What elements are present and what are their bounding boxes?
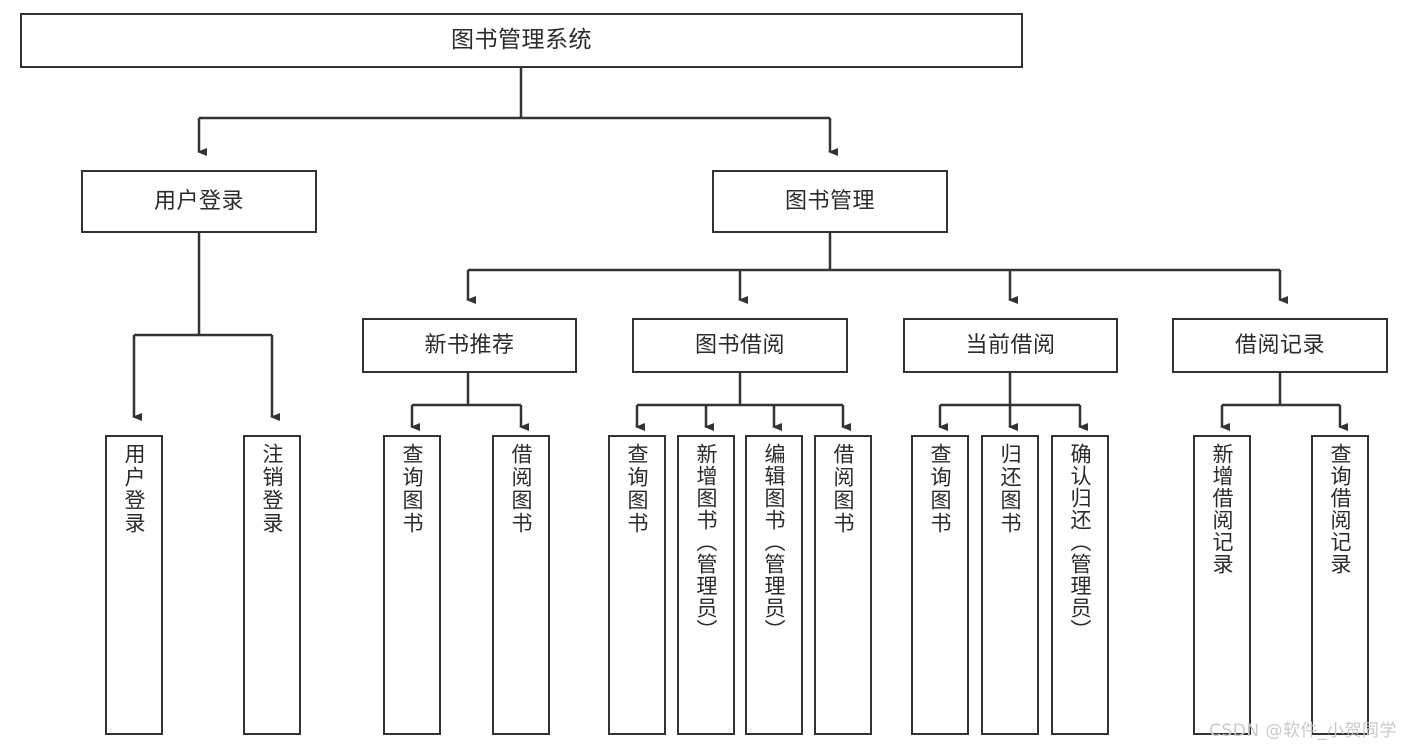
leaf-borrow-record-query-record[interactable]: 查询借阅记录	[1311, 435, 1369, 735]
node-label: 确认归还（管理员）	[1068, 443, 1093, 641]
node-book-management[interactable]: 图书管理	[712, 170, 948, 233]
node-label: 新增图书（管理员）	[694, 443, 719, 641]
node-label: 图书管理	[784, 188, 875, 214]
node-label: 图书管理系统	[451, 26, 592, 53]
node-user-login[interactable]: 用户登录	[81, 170, 317, 233]
node-label: 查询借阅记录	[1328, 443, 1353, 575]
node-label: 查询图书	[928, 443, 953, 535]
node-label: 新书推荐	[424, 332, 515, 358]
node-label: 当前借阅	[965, 332, 1056, 358]
leaf-new-book-borrow-book[interactable]: 借阅图书	[492, 435, 550, 735]
node-label: 图书借阅	[694, 332, 785, 358]
node-label: 借阅记录	[1234, 332, 1325, 358]
node-label: 用户登录	[122, 443, 147, 535]
node-label: 归还图书	[998, 443, 1023, 535]
leaf-book-borrow-add-book-admin[interactable]: 新增图书（管理员）	[677, 435, 735, 735]
leaf-user-login-logout[interactable]: 注销登录	[243, 435, 301, 735]
node-label: 查询图书	[400, 443, 425, 535]
leaf-book-borrow-borrow-book[interactable]: 借阅图书	[814, 435, 872, 735]
node-book-borrow[interactable]: 图书借阅	[632, 318, 848, 373]
node-current-borrow[interactable]: 当前借阅	[903, 318, 1118, 373]
node-root-book-management-system[interactable]: 图书管理系统	[20, 13, 1023, 68]
node-label: 借阅图书	[509, 443, 534, 535]
node-borrow-record[interactable]: 借阅记录	[1172, 318, 1388, 373]
node-label: 用户登录	[153, 188, 244, 214]
node-label: 查询图书	[625, 443, 650, 535]
leaf-current-borrow-confirm-return-admin[interactable]: 确认归还（管理员）	[1051, 435, 1109, 735]
node-label: 借阅图书	[831, 443, 856, 535]
leaf-current-borrow-query-book[interactable]: 查询图书	[911, 435, 969, 735]
node-label: 编辑图书（管理员）	[762, 443, 787, 641]
watermark-text: CSDN @软件_小贺同学	[1209, 721, 1397, 741]
leaf-user-login-login[interactable]: 用户登录	[105, 435, 163, 735]
leaf-new-book-query-book[interactable]: 查询图书	[383, 435, 441, 735]
leaf-book-borrow-edit-book-admin[interactable]: 编辑图书（管理员）	[745, 435, 803, 735]
leaf-book-borrow-query-book[interactable]: 查询图书	[608, 435, 666, 735]
node-new-book-recommend[interactable]: 新书推荐	[362, 318, 577, 373]
leaf-current-borrow-return-book[interactable]: 归还图书	[981, 435, 1039, 735]
node-label: 注销登录	[260, 443, 285, 535]
leaf-borrow-record-add-record[interactable]: 新增借阅记录	[1193, 435, 1251, 735]
node-label: 新增借阅记录	[1210, 443, 1235, 575]
